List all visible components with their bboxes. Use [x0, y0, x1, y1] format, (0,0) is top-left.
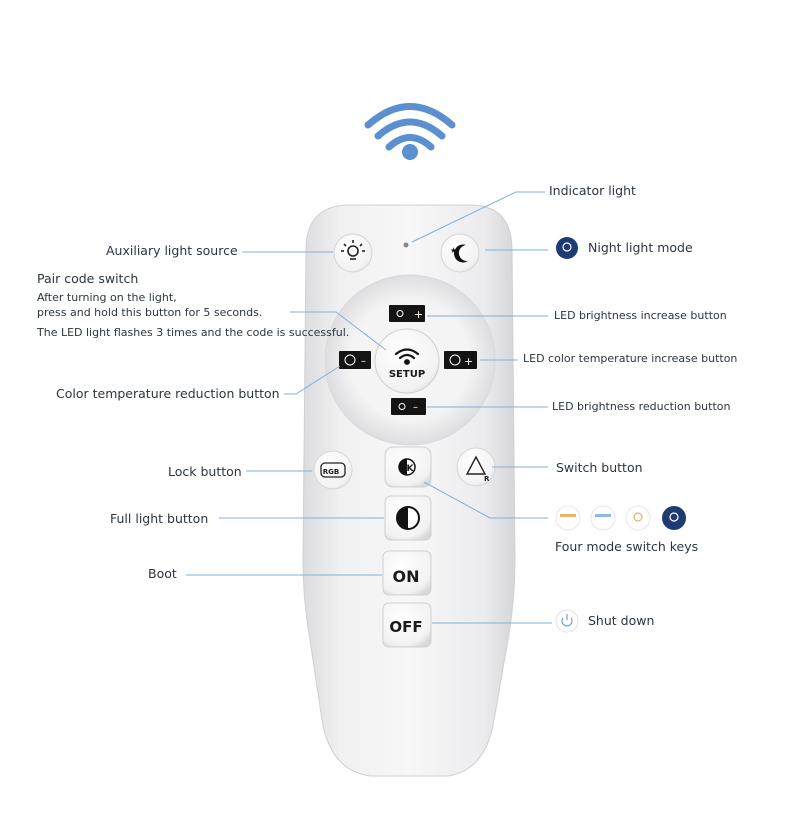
recycle-icon — [465, 455, 487, 475]
full-light-button[interactable] — [384, 495, 432, 541]
off-button[interactable]: OFF — [382, 602, 432, 648]
label-indicator-light: Indicator light — [549, 183, 636, 198]
label-pair-line-2: press and hold this button for 5 seconds… — [37, 306, 263, 319]
setup-label: SETUP — [389, 369, 425, 380]
switch-button[interactable]: R — [456, 447, 496, 487]
warm-ceiling-icon — [555, 505, 581, 531]
four-mode-icons — [555, 505, 686, 531]
color-temperature-increase-button[interactable]: + — [444, 351, 477, 369]
shut-down-icon — [555, 609, 579, 633]
mode-k-button[interactable]: K — [384, 446, 432, 488]
brightness-reduction-button[interactable]: – — [391, 398, 426, 415]
label-pair-line-1: After turning on the light, — [37, 291, 177, 304]
svg-text:+: + — [464, 355, 473, 368]
svg-text:–: – — [413, 402, 418, 413]
setup-wifi-icon — [394, 348, 420, 365]
lock-button[interactable]: RGB — [313, 450, 353, 490]
label-four-mode-switch-keys: Four mode switch keys — [555, 539, 699, 554]
svg-text:–: – — [361, 356, 366, 367]
label-pair-code-switch: Pair code switch — [37, 271, 139, 286]
on-button[interactable]: ON — [382, 550, 432, 596]
r-label: R — [484, 475, 490, 483]
k-label: K — [407, 464, 415, 474]
night-light-mode-icon — [556, 237, 578, 259]
night-mode-icon — [662, 506, 686, 530]
leader-lines — [186, 191, 552, 624]
label-color-temp-reduction: Color temperature reduction button — [56, 386, 280, 401]
label-led-brightness-reduction: LED brightness reduction button — [552, 400, 731, 413]
color-temperature-reduction-button[interactable]: – — [339, 351, 371, 369]
wifi-icon — [364, 103, 456, 160]
label-auxiliary-light-source: Auxiliary light source — [106, 243, 238, 258]
half-circle-icon — [397, 507, 408, 529]
bulb-icon — [341, 240, 365, 260]
label-shut-down: Shut down — [588, 613, 655, 628]
rgb-label: RGB — [323, 468, 339, 476]
svg-text:★: ★ — [450, 246, 457, 255]
label-lock-button: Lock button — [168, 464, 242, 479]
on-label: ON — [393, 567, 420, 586]
label-full-light-button: Full light button — [110, 511, 209, 526]
label-switch-button: Switch button — [556, 460, 643, 475]
off-label: OFF — [389, 618, 422, 636]
auxiliary-light-button[interactable] — [333, 233, 373, 273]
label-night-light-mode: Night light mode — [588, 240, 693, 255]
label-boot: Boot — [148, 566, 177, 581]
indicator-light-dot — [403, 242, 409, 248]
brightness-increase-button[interactable]: + — [389, 305, 425, 322]
moon-icon — [454, 244, 468, 263]
bulb-mode-icon — [625, 505, 651, 531]
cool-ceiling-icon — [590, 505, 616, 531]
label-pair-line-3: The LED light flashes 3 times and the co… — [37, 326, 350, 339]
label-led-color-temp-increase: LED color temperature increase button — [523, 352, 738, 365]
label-led-brightness-increase: LED brightness increase button — [554, 309, 727, 322]
night-light-button[interactable]: ★ — [440, 233, 480, 273]
svg-text:+: + — [414, 308, 423, 321]
